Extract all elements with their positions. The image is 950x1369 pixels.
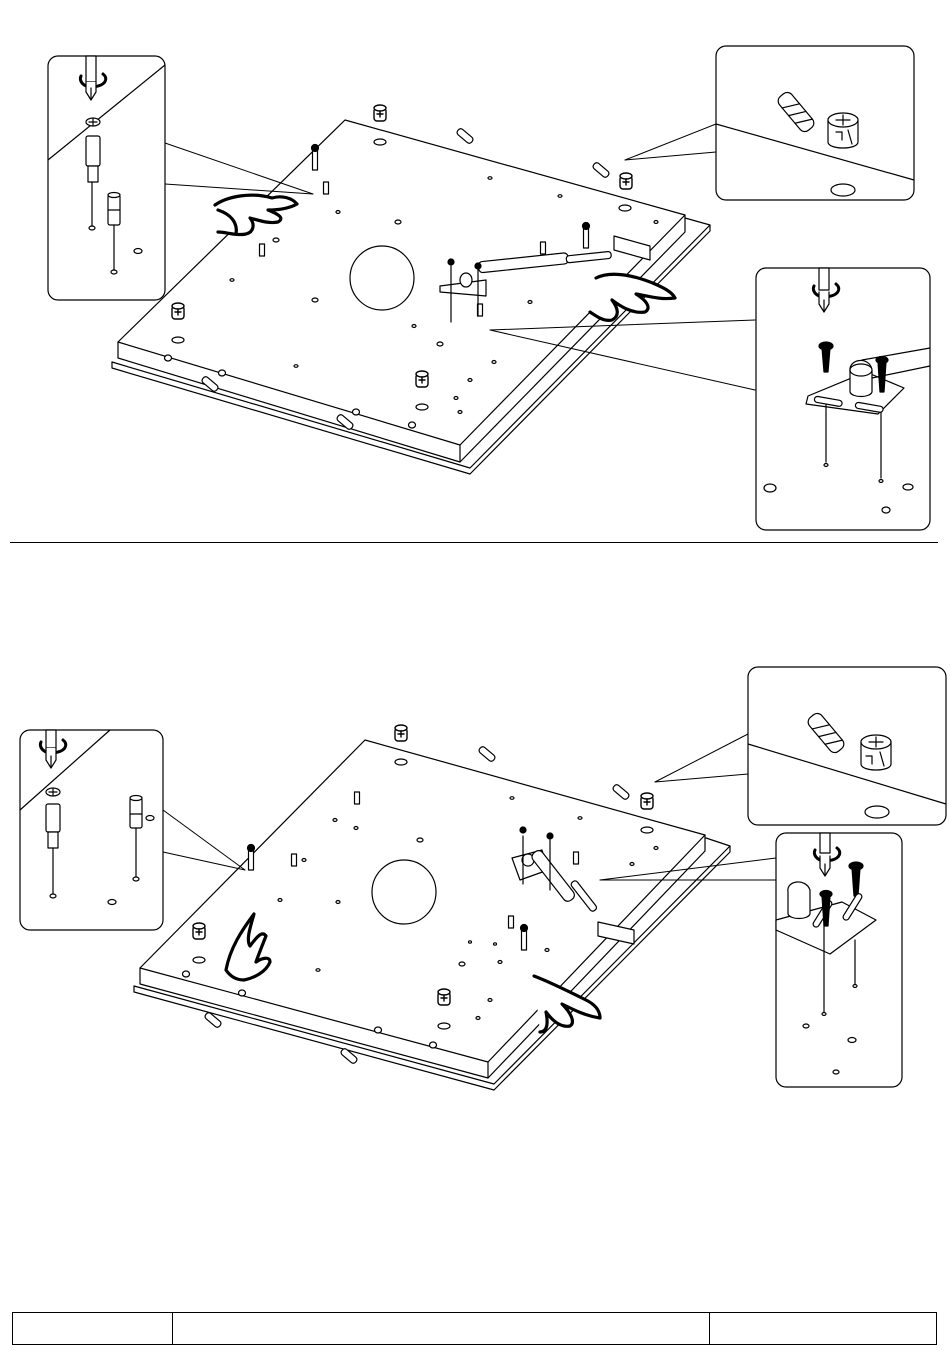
callout-detail-cam-lock [716,46,914,200]
callout-detail-hinge-screws [776,833,902,1087]
footer-cell-3 [710,1313,936,1344]
panel-board [134,740,730,1090]
assembly-step-1 [0,0,950,542]
footer-info-table [12,1312,937,1345]
callout-detail-cam-lock [748,667,946,825]
callout-detail-cam-bolt [48,56,165,300]
footer-cell-2 [173,1313,710,1344]
callout-detail-cam-bolt [20,730,163,930]
footer-cell-1 [13,1313,173,1344]
callout-detail-hinge-screws [756,268,930,530]
step-divider [10,542,938,543]
assembly-step-2 [0,660,950,1110]
